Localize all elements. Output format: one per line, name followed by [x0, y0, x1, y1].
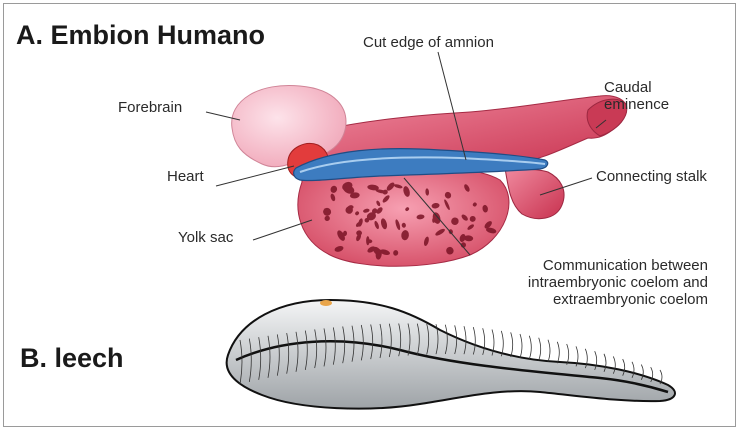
label-communication-line1: Communication between: [420, 257, 708, 274]
label-yolk-sac: Yolk sac: [178, 229, 233, 246]
connecting-stalk: [505, 168, 564, 219]
label-communication-line3: extraembryonic coelom: [420, 291, 708, 308]
label-forebrain: Forebrain: [118, 99, 182, 116]
leech-ring: [529, 336, 531, 359]
yolk-spot: [367, 239, 372, 243]
leech-spot: [320, 300, 332, 306]
leech-ring: [539, 338, 541, 361]
panel-a-title: A. Embion Humano: [16, 20, 265, 51]
leech-body: [227, 300, 675, 409]
panel-b-title: B. leech: [20, 343, 124, 374]
label-caudal: Caudal: [604, 79, 652, 96]
label-heart: Heart: [167, 168, 204, 185]
leech-ring: [520, 334, 522, 358]
leader-yolk-sac: [253, 220, 312, 240]
label-connecting-stalk: Connecting stalk: [596, 168, 707, 185]
leech-ring: [511, 332, 513, 357]
leech-ring: [557, 342, 559, 363]
leech-ring: [548, 340, 550, 362]
label-communication-line2: intraembryonic coelom and: [420, 274, 708, 291]
embryo-drawing: [232, 85, 627, 266]
label-eminence: eminence: [604, 96, 669, 113]
label-cut-edge-of-amnion: Cut edge of amnion: [363, 34, 494, 51]
leader-heart: [216, 166, 294, 186]
leech-drawing: [227, 300, 675, 409]
